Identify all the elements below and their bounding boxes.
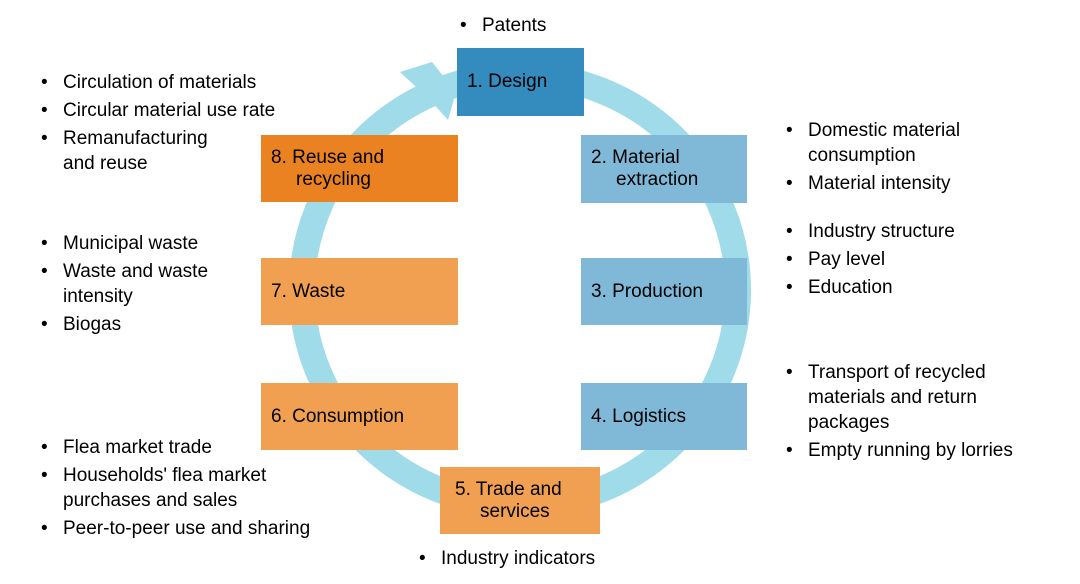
- notes-design: Patents: [458, 13, 546, 41]
- note-item: Municipal waste: [39, 231, 239, 256]
- cycle-arrowhead-icon: [400, 62, 456, 120]
- note-item: Households' flea market purchases and sa…: [39, 463, 339, 513]
- step-label: 5. Trade and services: [455, 478, 562, 522]
- step-trade-and-services: 5. Trade and services: [440, 467, 600, 534]
- step-label: 2. Material extraction: [591, 147, 699, 190]
- note-item: Patents: [458, 13, 546, 38]
- note-item: Domestic material consumption: [784, 118, 984, 168]
- step-logistics: 4. Logistics: [581, 383, 747, 450]
- step-material-extraction: 2. Material extraction: [581, 135, 747, 203]
- note-item: Pay level: [784, 247, 955, 272]
- note-item: Education: [784, 275, 955, 300]
- notes-production: Industry structure Pay level Education: [784, 219, 955, 303]
- step-label: 3. Production: [591, 280, 703, 302]
- step-design: 1. Design: [457, 48, 584, 116]
- note-item: Industry structure: [784, 219, 955, 244]
- step-label: 8. Reuse and recycling: [271, 146, 385, 190]
- note-item: Empty running by lorries: [784, 438, 1068, 463]
- note-item: Peer-to-peer use and sharing: [39, 516, 339, 541]
- note-item: Industry indicators: [417, 546, 595, 571]
- notes-material-extraction: Domestic material consumption Material i…: [784, 118, 984, 199]
- notes-reuse-and-recycling: Circulation of materials Circular materi…: [39, 70, 279, 179]
- note-item: Biogas: [39, 312, 239, 337]
- note-item: Flea market trade: [39, 435, 339, 460]
- step-label: 4. Logistics: [591, 405, 687, 427]
- step-label: 1. Design: [467, 71, 548, 92]
- note-item: Waste and waste intensity: [39, 259, 239, 309]
- note-item: Remanufacturing and reuse: [39, 126, 243, 176]
- step-label: 7. Waste: [271, 280, 346, 302]
- step-label: 6. Consumption: [271, 405, 405, 427]
- step-production: 3. Production: [581, 258, 747, 325]
- notes-logistics: Transport of recycled materials and retu…: [784, 360, 1024, 466]
- step-reuse-and-recycling: 8. Reuse and recycling: [261, 135, 458, 202]
- note-item: Transport of recycled materials and retu…: [784, 360, 1024, 435]
- note-item: Material intensity: [784, 171, 984, 196]
- notes-trade-and-services: Industry indicators: [417, 546, 595, 574]
- notes-waste: Municipal waste Waste and waste intensit…: [39, 231, 239, 340]
- step-waste: 7. Waste: [261, 258, 458, 325]
- note-item: Circulation of materials: [39, 70, 279, 95]
- notes-consumption: Flea market trade Households' flea marke…: [39, 435, 339, 544]
- note-item: Circular material use rate: [39, 98, 279, 123]
